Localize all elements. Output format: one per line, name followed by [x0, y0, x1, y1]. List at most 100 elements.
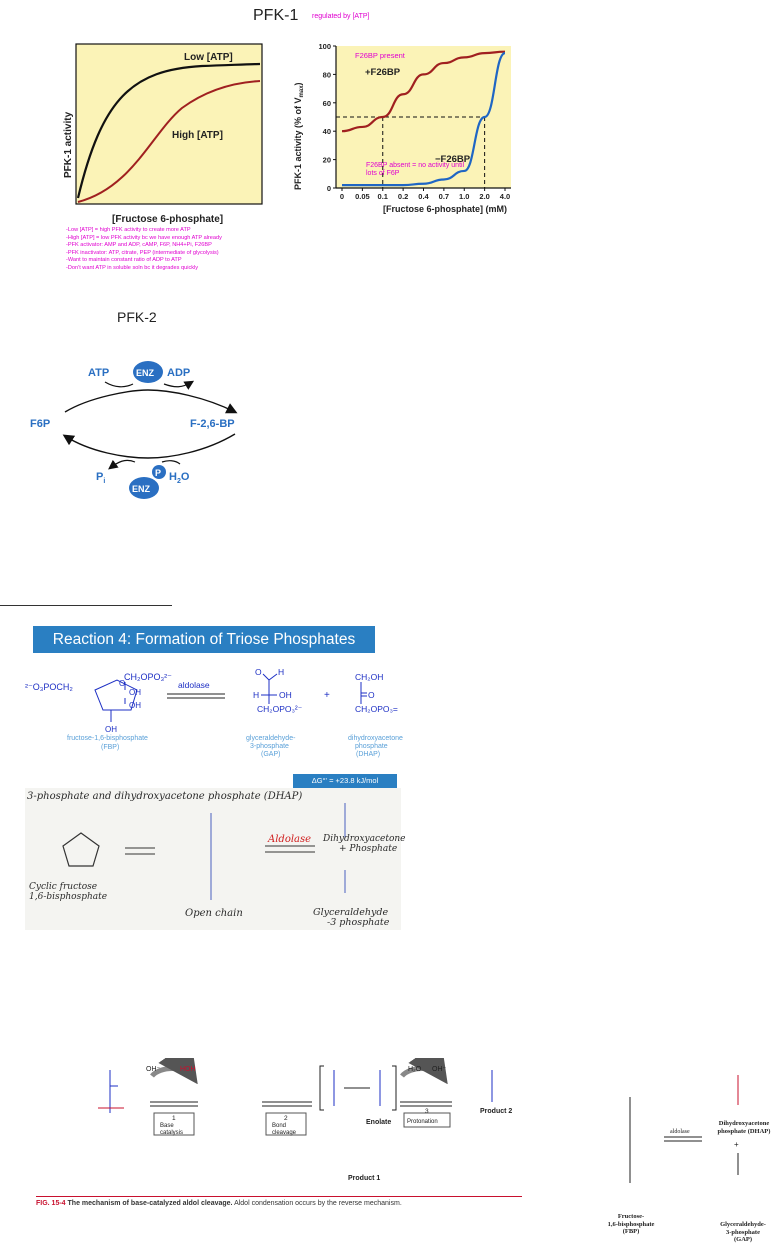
- dhap-name-line: phosphate (DHAP): [717, 1127, 771, 1135]
- x-tick-label: 0.05: [355, 192, 370, 201]
- fbp-oh-3: OH: [105, 725, 117, 734]
- dhap-top-group: CH₂OH: [355, 672, 383, 682]
- note-line: -Want to maintain constant ratio of ADP …: [66, 257, 182, 264]
- aldolase-label: aldolase: [178, 680, 210, 690]
- x-tick-label: 0.7: [439, 192, 449, 201]
- gap-h: H: [253, 690, 259, 700]
- bond: [268, 673, 278, 681]
- fbp-plus: +: [734, 1140, 739, 1149]
- note-line: -PFK activator: AMP and ADP, cAMP, F6P, …: [66, 242, 212, 249]
- section-divider: [0, 605, 172, 606]
- dhap-label-line: (DHAP): [356, 751, 380, 758]
- aldolase-handwritten: Aldolase: [268, 834, 312, 845]
- x-tick-label: 0.2: [398, 192, 408, 201]
- fbp-name-line: 1,6-bisphosphate: [607, 1220, 655, 1228]
- gap-name-line: Glyceraldehyde-: [720, 1221, 766, 1228]
- step2-label-line: Bond: [272, 1123, 286, 1129]
- whiteboard-drawings: [62, 803, 346, 900]
- step3-box: [403, 1112, 451, 1128]
- caption-rest: Aldol condensation occurs by the reverse…: [234, 1200, 402, 1207]
- fbp-oh-1: OH: [129, 688, 141, 697]
- fbp-name: Fructose- 1,6-bisphosphate (FBP): [600, 1213, 662, 1236]
- dhap-name: Dihydroxyacetone phosphate (DHAP): [704, 1120, 784, 1135]
- plus-f26bp-label: +F26BP: [365, 67, 401, 78]
- fbp-ring-oxygen: O: [119, 679, 125, 688]
- high-atp-curve: [77, 80, 261, 203]
- pi-label: Pi: [96, 471, 105, 485]
- fbp-name-line: (FBP): [622, 1228, 640, 1235]
- hoh-label: HOH: [180, 1066, 196, 1073]
- y-tick-label: 20: [323, 156, 331, 165]
- y-tick-label: 60: [323, 99, 331, 108]
- dhap-hand-line: + Phosphate: [339, 844, 398, 854]
- gap-bottom-group: CH₂OPO₃²⁻: [257, 704, 303, 714]
- fbp-name-line: Fructose-: [617, 1213, 645, 1220]
- gap-oxygen: O: [255, 667, 262, 677]
- gap-name-line: (GAP): [733, 1236, 753, 1243]
- low-atp-curve: [76, 62, 261, 199]
- minus-f26bp-label: −F26BP: [435, 154, 471, 165]
- dhap-handwritten: Dihydroxyacetone + Phosphate: [323, 834, 406, 854]
- pfk2-title: PFK-2: [117, 309, 157, 325]
- enolate-label: Enolate: [366, 1119, 391, 1126]
- dhap-oxygen: O: [368, 690, 375, 700]
- f26bp-xlabel: [Fructose 6-phosphate] (mM): [383, 204, 507, 214]
- step1-curve: [150, 1058, 198, 1085]
- gap-label-line: (GAP): [261, 751, 280, 758]
- note-line: -Low [ATP] = high PFK activity to create…: [66, 227, 191, 233]
- adp-out-arc: [163, 380, 195, 390]
- y-tick-label: 80: [323, 70, 331, 79]
- atp-label: ATP: [88, 367, 109, 379]
- x-tick-label: 0: [340, 192, 344, 201]
- caption-title: The mechanism of base-catalyzed aldol cl…: [67, 1200, 233, 1207]
- pfk1-title: PFK-1: [253, 7, 299, 24]
- product2-label: Product 2: [480, 1108, 512, 1115]
- enz-top-label: ENZ: [136, 368, 155, 378]
- delta-g-badge: ΔG°' = +23.8 kJ/mol: [293, 774, 397, 788]
- atp-in-arc: [104, 381, 134, 388]
- gap-oh: OH: [279, 690, 292, 700]
- gap-label-line: 3-phosphate: [250, 743, 289, 750]
- atp-chart-ylabel: PFK-1 activity: [63, 111, 74, 178]
- step1-label-line: Base: [160, 1123, 174, 1129]
- dhap-label-line: dihydroxyacetone: [348, 735, 403, 742]
- phosphate-label: P: [155, 468, 161, 478]
- pfk1-atp-chart: Low [ATP] High [ATP] [Fructose 6-phospha…: [63, 43, 263, 225]
- h2o-in-arc: [161, 460, 181, 465]
- step3-number: 3: [425, 1108, 429, 1115]
- oh-minus-2: OH⁻: [432, 1066, 447, 1073]
- cyclic-label: Cyclic fructose 1,6-bisphosphate: [29, 882, 107, 902]
- dhap-label-line: phosphate: [355, 743, 388, 750]
- pi-out-arc: [108, 459, 136, 470]
- reaction4-banner: Reaction 4: Formation of Triose Phosphat…: [33, 626, 375, 653]
- step3-label: Protonation: [407, 1119, 438, 1125]
- minus-f26bp-curve: [342, 52, 506, 187]
- f26bp-ylabel: PFK-1 activity (% of Vmax): [293, 82, 305, 190]
- bond: [262, 673, 270, 681]
- cyclic-fructose-ring: [62, 832, 100, 867]
- x-tick-label: 2.0: [479, 192, 489, 201]
- cyclic-label-line: Cyclic fructose: [29, 882, 98, 892]
- h2o-label: H2O: [169, 471, 190, 485]
- note-line: -High [ATP] = low PFK activity bc we hav…: [66, 234, 222, 241]
- x-tick-label: 1.0: [459, 192, 469, 201]
- plus-f26bp-curve: [341, 50, 506, 133]
- step3-curve: [400, 1058, 448, 1085]
- bracket-right: [392, 1065, 397, 1111]
- step1-label-line: catalysis: [160, 1130, 183, 1136]
- y-tick-label: 40: [323, 127, 331, 136]
- whiteboard-panel: 3-phosphate and dihydroxyacetone phospha…: [25, 788, 406, 930]
- dhap-bottom-group: CH₂OPO₃=: [355, 704, 398, 714]
- f6p-label: F6P: [30, 418, 50, 430]
- bracket-left: [319, 1065, 324, 1111]
- fbp-cleavage-scheme: aldolase +: [629, 1075, 739, 1183]
- step1-number: 1: [172, 1115, 176, 1122]
- cyclic-label-line: 1,6-bisphosphate: [29, 892, 108, 902]
- aldol-mechanism-figure: OH⁻ HOH 1 Base catalysis 2 Bond cleavage…: [98, 1058, 512, 1182]
- enz-bottom-ellipse: [129, 477, 159, 499]
- h2o-label: H₂O: [408, 1066, 422, 1073]
- y-tick-label: 0: [327, 184, 331, 193]
- fbp-label-line: (FBP): [101, 744, 119, 751]
- f26bp-label: F-2,6-BP: [190, 418, 235, 430]
